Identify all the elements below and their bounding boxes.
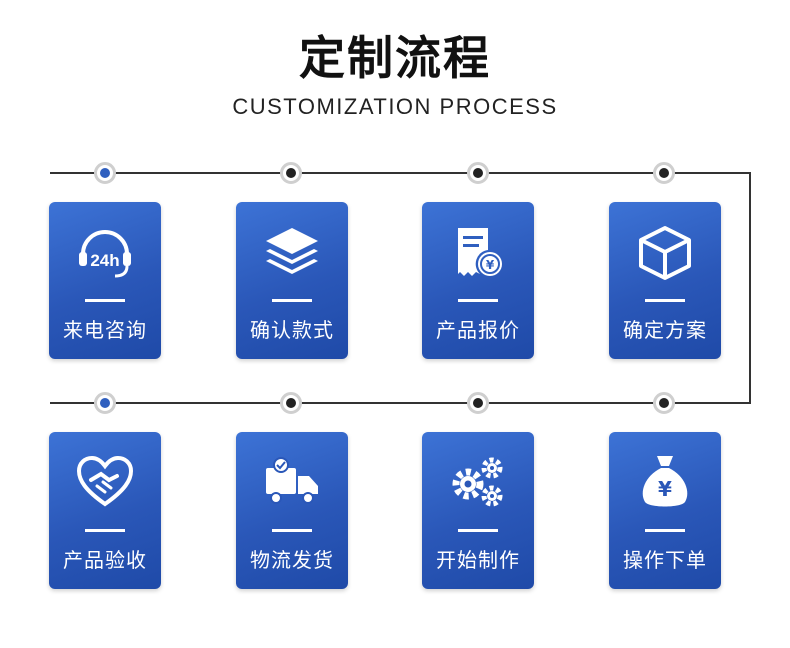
timeline-line-right <box>749 172 751 404</box>
yen-badge: ¥ <box>658 477 672 501</box>
card-divider <box>645 529 685 532</box>
gears-icon <box>452 457 503 507</box>
card-divider <box>645 299 685 302</box>
timeline-dot-3 <box>467 162 489 184</box>
timeline-line-top <box>50 172 751 174</box>
step-label-quote: 产品报价 <box>436 318 520 342</box>
step-label-plan: 确定方案 <box>623 318 707 342</box>
timeline-dot-2 <box>280 162 302 184</box>
timeline-dot-8 <box>653 392 675 414</box>
badge-24h: 24h <box>90 251 119 270</box>
timeline-line-bottom <box>50 402 751 404</box>
step-label-confirm-style: 确认款式 <box>250 318 334 342</box>
card-divider <box>272 299 312 302</box>
step-label-shipping: 物流发货 <box>250 548 334 572</box>
step-card-production[interactable]: 开始制作 <box>422 432 534 589</box>
quote-document-icon: ¥ <box>458 228 502 276</box>
timeline-dot-4 <box>653 162 675 184</box>
step-label-production: 开始制作 <box>436 548 520 572</box>
step-card-order[interactable]: ¥ 操作下单 <box>609 432 721 589</box>
timeline-dot-5 <box>94 392 116 414</box>
timeline-dot-6 <box>280 392 302 414</box>
step-card-acceptance[interactable]: 产品验收 <box>49 432 161 589</box>
step-card-plan[interactable]: 确定方案 <box>609 202 721 359</box>
card-divider <box>272 529 312 532</box>
step-label-order: 操作下单 <box>623 548 707 572</box>
step-card-consult[interactable]: 24h 来电咨询 <box>49 202 161 359</box>
yen-badge: ¥ <box>486 258 495 272</box>
step-card-quote[interactable]: ¥ 产品报价 <box>422 202 534 359</box>
page-subtitle: CUSTOMIZATION PROCESS <box>232 94 558 119</box>
step-label-acceptance: 产品验收 <box>63 548 147 572</box>
layers-icon <box>266 228 318 274</box>
card-divider <box>458 299 498 302</box>
delivery-truck-icon <box>266 457 318 504</box>
card-divider <box>85 299 125 302</box>
heart-handshake-icon <box>76 455 134 507</box>
step-card-shipping[interactable]: 物流发货 <box>236 432 348 589</box>
box-icon <box>639 226 691 280</box>
card-divider <box>85 529 125 532</box>
step-card-confirm-style[interactable]: 确认款式 <box>236 202 348 359</box>
timeline-dot-7 <box>467 392 489 414</box>
page-title: 定制流程 <box>299 31 491 85</box>
card-divider <box>458 529 498 532</box>
money-bag-icon: ¥ <box>642 456 688 507</box>
step-label-consult: 来电咨询 <box>63 318 147 342</box>
timeline-dot-1 <box>94 162 116 184</box>
headset-24h-icon: 24h <box>79 230 131 278</box>
